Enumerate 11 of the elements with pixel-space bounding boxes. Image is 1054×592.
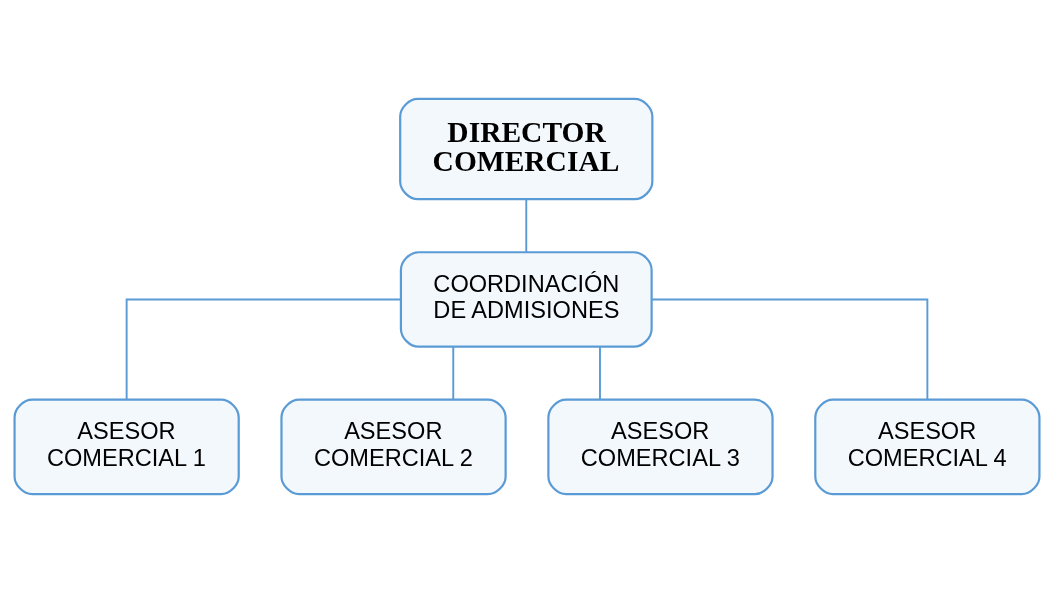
connector: [452, 345, 455, 400]
connector: [651, 298, 929, 400]
node-box: COORDINACIÓN DE ADMISIONES: [399, 250, 653, 348]
connector: [525, 198, 528, 253]
connector: [125, 298, 402, 400]
connector: [599, 345, 601, 400]
node-box: ASESOR COMERCIAL 1: [13, 398, 240, 495]
node-box: ASESOR COMERCIAL 3: [547, 398, 774, 495]
node-box: ASESOR COMERCIAL 4: [814, 398, 1041, 495]
node-box: ASESOR COMERCIAL 2: [280, 398, 507, 495]
node-box: DIRECTOR COMERCIAL: [399, 97, 654, 200]
